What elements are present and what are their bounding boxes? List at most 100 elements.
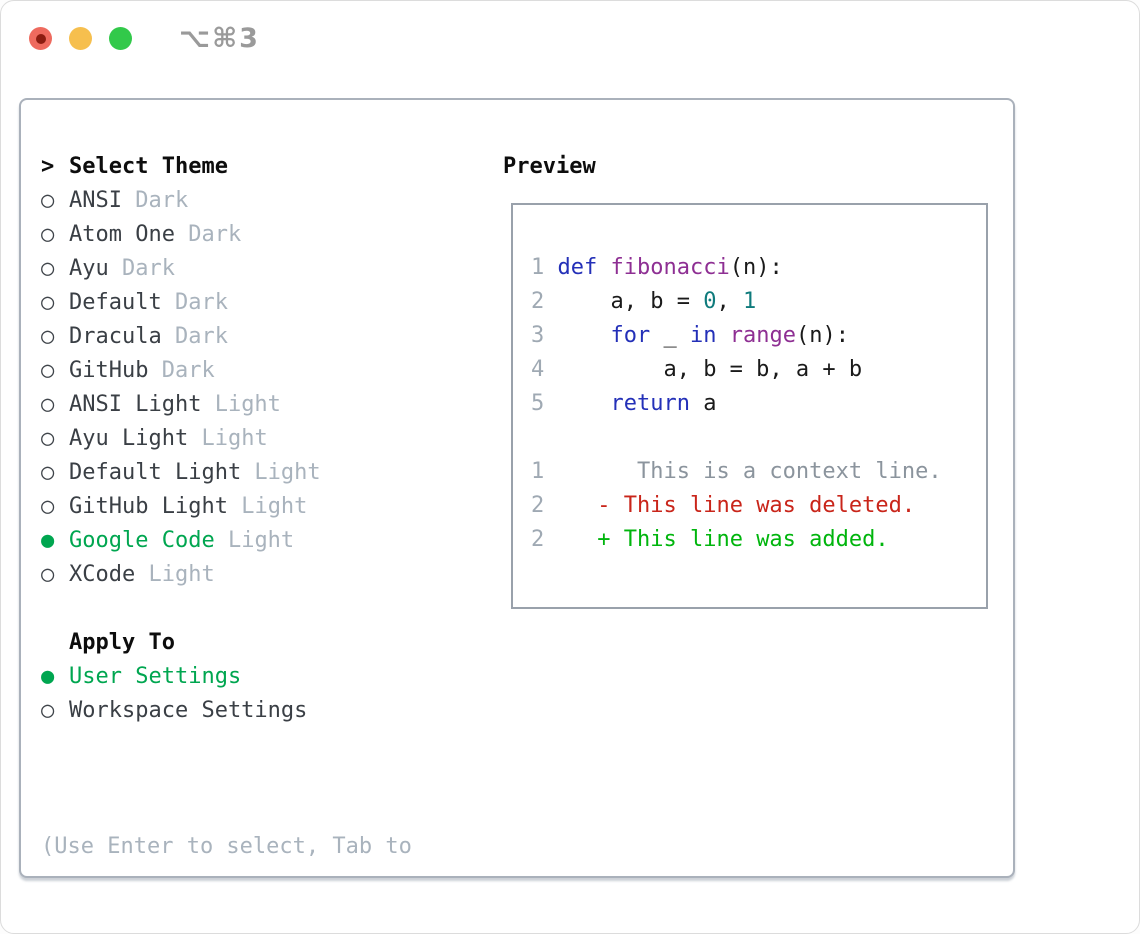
theme-name: ANSI Light: [69, 392, 202, 417]
radio-empty-icon: ○: [41, 324, 55, 349]
theme-name: Atom One: [69, 222, 175, 247]
code-line: 2 a, b = 0, 1: [531, 285, 978, 319]
theme-name: Ayu Light: [69, 426, 189, 451]
theme-option-text: GitHub Light Light: [69, 490, 307, 524]
theme-option-atom-one[interactable]: ○ Atom One Dark: [41, 218, 491, 252]
radio-empty-icon: ○: [41, 290, 55, 315]
theme-option-google-code[interactable]: ● Google Code Light: [41, 524, 491, 558]
theme-option-ayu[interactable]: ○Ayu Dark: [41, 252, 491, 286]
theme-option-text: Ayu Light Light: [69, 422, 268, 456]
close-button[interactable]: [29, 27, 52, 50]
theme-name: Default: [69, 290, 162, 315]
theme-option-text: Atom One Dark: [69, 218, 241, 252]
code-token-kw: return: [610, 391, 690, 416]
theme-selector-panel: >Select Theme ○ANSI Dark○Atom One Dark○A…: [19, 98, 1015, 878]
code-token-pl: [558, 493, 598, 518]
code-token-pl: [558, 323, 611, 348]
select-theme-title: Select Theme: [69, 154, 228, 179]
window-title: ⌥⌘3: [179, 23, 260, 54]
theme-option-text: Ayu Dark: [69, 252, 175, 286]
line-number: 1: [531, 459, 558, 484]
radio-filled-icon: ●: [41, 528, 55, 553]
line-number: 1: [531, 255, 558, 280]
theme-option-xcode[interactable]: ○XCode Light: [41, 558, 491, 592]
theme-name: Google Code: [69, 528, 215, 553]
theme-option-ansi[interactable]: ○ ANSI Dark: [41, 184, 491, 218]
radio-empty-icon: ○: [41, 392, 55, 417]
theme-option-text: Default Dark: [69, 286, 228, 320]
theme-option-github[interactable]: ○GitHub Dark: [41, 354, 491, 388]
theme-name: XCode: [69, 562, 136, 587]
theme-variant-tag: Dark: [161, 324, 228, 349]
theme-option-dracula[interactable]: ○ Dracula Dark: [41, 320, 491, 354]
theme-variant-tag: Light: [214, 528, 295, 553]
code-token-pl: (n):: [795, 323, 849, 348]
theme-variant-tag: Dark: [161, 290, 228, 315]
line-number: 5: [531, 391, 558, 416]
code-token-num: 1: [742, 289, 757, 314]
theme-option-default-light[interactable]: ○Default Light Light: [41, 456, 491, 490]
theme-option-text: Dracula Dark: [69, 320, 228, 354]
spacer: [41, 728, 491, 762]
apply-to-indent: [41, 626, 69, 660]
theme-option-github-light[interactable]: ○ GitHub Light Light: [41, 490, 491, 524]
radio-empty-icon: ○: [41, 426, 55, 451]
radio-empty-icon: ○: [41, 188, 55, 213]
minimize-button[interactable]: [69, 27, 92, 50]
code-line: 3 for _ in range(n):: [531, 319, 978, 353]
theme-variant-tag: Dark: [108, 256, 175, 281]
apply-to-title: Apply To: [69, 630, 175, 655]
theme-variant-tag: Dark: [121, 188, 189, 213]
traffic-lights: [29, 27, 132, 50]
title-bar: ⌥⌘3: [1, 1, 1139, 76]
select-theme-header: >Select Theme: [41, 150, 491, 184]
apply-option-user-settings[interactable]: ●User Settings: [41, 660, 491, 694]
code-token-kw: for: [610, 323, 651, 348]
theme-option-ansi-light[interactable]: ○ ANSI Light Light: [41, 388, 491, 422]
line-number: 4: [531, 357, 558, 382]
preview-title: Preview: [503, 154, 596, 179]
theme-name: Ayu: [69, 256, 109, 281]
diff-block: 1 This is a context line.2 - This line w…: [531, 455, 978, 557]
radio-empty-icon: ○: [41, 698, 55, 723]
theme-list: >Select Theme ○ANSI Dark○Atom One Dark○A…: [41, 150, 491, 933]
code-token-del: - This line was deleted.: [597, 493, 916, 518]
theme-variant-tag: Light: [241, 460, 321, 485]
apply-to-options: ●User Settings○Workspace Settings: [41, 660, 491, 728]
code-token-pl: [558, 527, 598, 552]
theme-variant-tag: Dark: [148, 358, 215, 383]
theme-option-default[interactable]: ○ Default Dark: [41, 286, 491, 320]
zoom-button[interactable]: [109, 27, 132, 50]
code-token-pl: _: [650, 323, 690, 348]
radio-empty-icon: ○: [41, 460, 55, 485]
line-number: 2: [531, 527, 558, 552]
theme-name: GitHub: [69, 358, 149, 383]
code-token-pl: [597, 255, 610, 280]
theme-option-text: ANSI Dark: [69, 184, 188, 218]
theme-option-ayu-light[interactable]: ○ Ayu Light Light: [41, 422, 491, 456]
apply-option-workspace-settings[interactable]: ○Workspace Settings: [41, 694, 491, 728]
code-line: 5 return a: [531, 387, 978, 421]
code-token-kw: def: [557, 255, 598, 280]
diff-line: 2 + This line was added.: [531, 523, 978, 557]
apply-to-header-row: Apply To: [41, 626, 491, 660]
code-token-kw: in: [689, 323, 717, 348]
line-number: 3: [531, 323, 558, 348]
theme-name: Dracula: [69, 324, 162, 349]
radio-empty-icon: ○: [41, 494, 55, 519]
spacer: [41, 592, 491, 626]
line-number: 2: [531, 289, 558, 314]
code-token-pl: [716, 323, 729, 348]
code-token-pl: a: [689, 391, 717, 416]
code-token-pl: [558, 391, 611, 416]
code-token-num: 0: [703, 289, 717, 314]
radio-empty-icon: ○: [41, 222, 55, 247]
theme-option-text: ANSI Light Light: [69, 388, 281, 422]
close-dot-icon: [35, 33, 46, 44]
theme-option-text: XCode Light: [69, 558, 215, 592]
code-token-pl: ,: [716, 289, 743, 314]
